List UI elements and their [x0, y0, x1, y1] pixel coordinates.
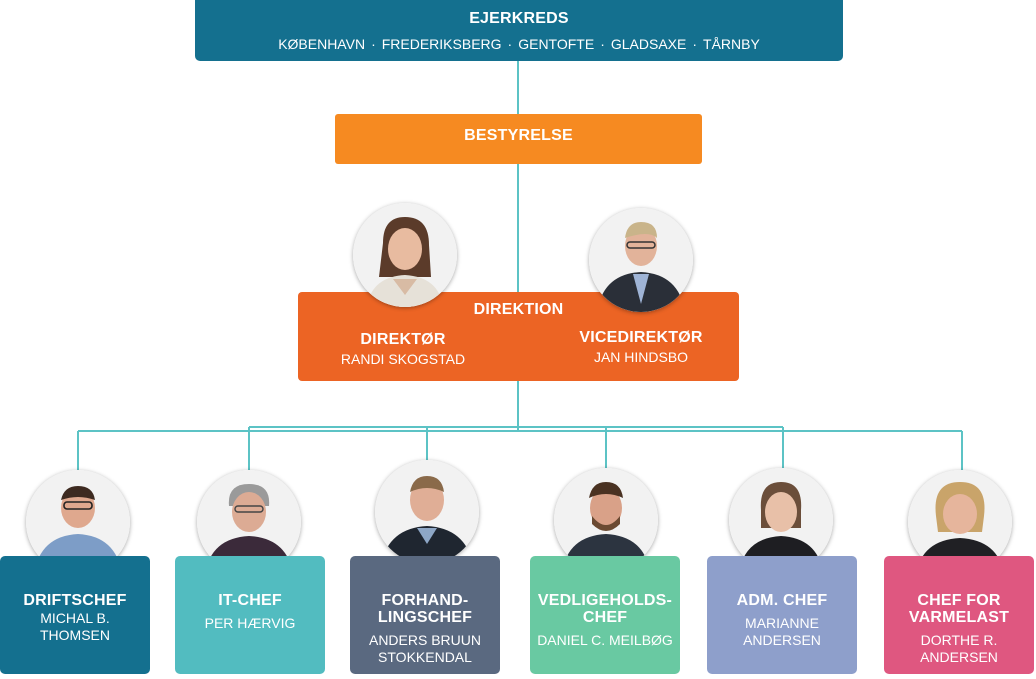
staff-role-line: LINGSCHEF: [377, 609, 473, 626]
person-silhouette-icon: [729, 468, 833, 572]
owner-name: GENTOFTE: [518, 36, 595, 52]
owner-name: GLADSAXE: [610, 36, 687, 52]
ejerkreds-title: EJERKREDS: [469, 10, 569, 27]
direktion-right: VICEDIREKTØR JAN HINDSBO: [566, 329, 716, 366]
staff-name-line: PER HÆRVIG: [204, 615, 296, 631]
staff-role-line: FORHAND-: [381, 592, 469, 609]
direktion-box: DIREKTION DIREKTØR RANDI SKOGSTAD VICEDI…: [298, 292, 739, 381]
staff-box-it-chef: IT-CHEF PER HÆRVIG: [175, 556, 325, 674]
direktion-left-role: DIREKTØR: [360, 331, 446, 348]
staff-name-line: DORTHE R.: [920, 632, 998, 648]
direktion-left-name: RANDI SKOGSTAD: [340, 351, 466, 367]
avatar-direktoer: [353, 203, 457, 307]
staff-name-line: ANDERSEN: [743, 632, 821, 648]
owner-separator: ·: [692, 36, 698, 52]
avatar-staff-5: [729, 468, 833, 572]
ejerkreds-box: EJERKREDS KØBENHAVN · FREDERIKSBERG · GENTOF…: [195, 0, 843, 61]
staff-role: IT-CHEF: [175, 592, 325, 609]
staff-name-line: ANDERS BRUUN: [368, 632, 481, 648]
staff-role-line: ADM. CHEF: [736, 592, 828, 609]
direktion-right-role: VICEDIREKTØR: [579, 329, 703, 346]
ejerkreds-owners: KØBENHAVN · FREDERIKSBERG · GENTOFTE · GLADSAX…: [195, 36, 843, 53]
staff-box-driftschef: DRIFTSCHEF MICHAL B.THOMSEN: [0, 556, 150, 674]
staff-name-line: ANDERSEN: [920, 649, 998, 665]
direktion-right-name: JAN HINDSBO: [593, 349, 689, 365]
staff-box-vedligeholdschef: VEDLIGEHOLDS-CHEF DANIEL C. MEILBØG: [530, 556, 680, 674]
owner-separator: ·: [600, 36, 605, 52]
person-silhouette-icon: [375, 460, 479, 564]
staff-name-line: MICHAL B.: [40, 610, 110, 626]
staff-name: DANIEL C. MEILBØG: [530, 632, 680, 649]
staff-role: ADM. CHEF: [707, 592, 857, 609]
owner-name: KØBENHAVN: [278, 36, 366, 52]
staff-name-line: MARIANNE: [745, 615, 819, 631]
person-silhouette-icon: [589, 208, 693, 312]
staff-name: PER HÆRVIG: [175, 615, 325, 632]
avatar-staff-3: [375, 460, 479, 564]
owner-name: FREDERIKSBERG: [381, 36, 502, 52]
staff-name: DORTHE R.ANDERSEN: [884, 632, 1034, 666]
staff-role: VEDLIGEHOLDS-CHEF: [530, 592, 680, 626]
staff-name-line: STOKKENDAL: [378, 649, 472, 665]
direktion-left: DIREKTØR RANDI SKOGSTAD: [328, 331, 478, 368]
staff-name: MICHAL B.THOMSEN: [0, 610, 150, 644]
person-silhouette-icon: [353, 203, 457, 307]
owner-name: TÅRNBY: [703, 36, 760, 52]
staff-role-line: DRIFTSCHEF: [23, 592, 127, 609]
owner-separator: ·: [371, 36, 376, 52]
staff-name-line: DANIEL C. MEILBØG: [537, 632, 673, 648]
owner-separator: ·: [507, 36, 513, 52]
staff-role-line: VEDLIGEHOLDS-: [537, 592, 673, 609]
bestyrelse-title: BESTYRELSE: [464, 127, 573, 144]
avatar-vicedirektoer: [589, 208, 693, 312]
staff-role-line: IT-CHEF: [218, 592, 282, 609]
staff-role: FORHAND-LINGSCHEF: [350, 592, 500, 626]
staff-role-line: VARMELAST: [908, 609, 1010, 626]
bestyrelse-box: BESTYRELSE: [335, 114, 702, 164]
direktion-title: DIREKTION: [473, 301, 564, 318]
staff-role-line: CHEF FOR: [917, 592, 1001, 609]
staff-role: DRIFTSCHEF: [0, 592, 150, 609]
staff-name-line: THOMSEN: [40, 627, 110, 643]
staff-role-line: CHEF: [582, 609, 628, 626]
